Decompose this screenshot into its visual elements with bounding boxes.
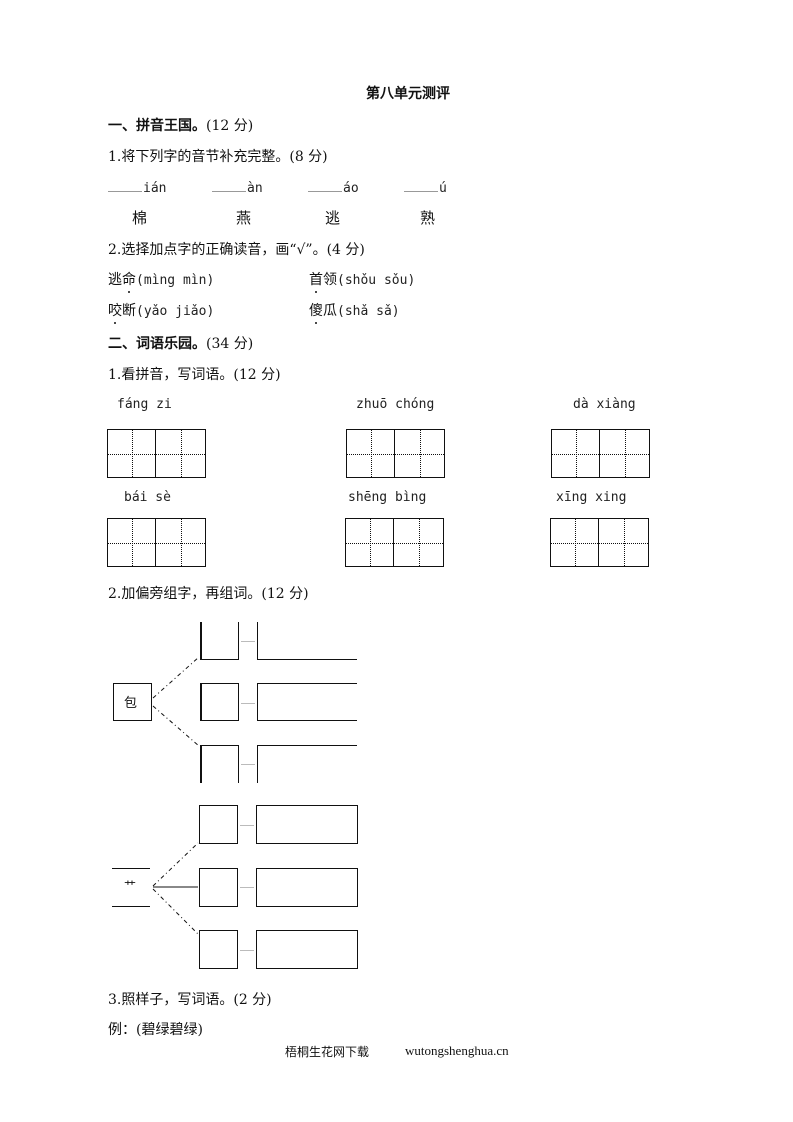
section-2-title: 二、词语乐园。 [108, 336, 206, 352]
s1-q2-prompt: 2.选择加点字的正确读音，画“√”。(4 分) [108, 242, 365, 258]
section-2-points: (34 分) [206, 336, 254, 352]
writing-grid[interactable] [345, 518, 444, 567]
section-1-heading: 一、拼音王国。(12 分) [108, 115, 253, 135]
radical-char: 艹 [124, 879, 137, 893]
radical-line-bottom [112, 906, 150, 907]
s2-q2-prompt: 2.加偏旁组字，再组词。(12 分) [108, 586, 309, 602]
syllable-item[interactable]: àn [212, 179, 263, 196]
radical-char: 包 [124, 696, 138, 711]
word-answer-box[interactable] [257, 745, 357, 783]
writing-grid[interactable] [551, 429, 650, 478]
dash-separator [241, 764, 255, 765]
answer-blank[interactable] [212, 179, 246, 192]
reading-choice: 咬断(yǎo jiǎo) [108, 300, 215, 324]
pinyin-label: fáng zi [117, 397, 172, 412]
char-answer-box[interactable] [200, 745, 239, 783]
footer-site-name: 梧桐生花网下载 [285, 1045, 370, 1059]
grid-cell[interactable] [346, 429, 395, 478]
character: 熟 [420, 209, 436, 227]
char-answer-box[interactable] [199, 868, 238, 907]
reading-options[interactable]: (mìng mìn) [136, 273, 215, 288]
answer-blank[interactable] [308, 179, 342, 192]
grid-cell[interactable] [599, 518, 649, 567]
grid-cell[interactable] [551, 429, 600, 478]
pinyin-label: bái sè [124, 490, 171, 505]
reading-choice: 首领(shǒu sǒu) [309, 269, 416, 293]
word-answer-box[interactable] [256, 805, 358, 844]
character: 逃 [325, 209, 341, 227]
s2-q3-example: 例：(碧绿碧绿) [108, 1022, 203, 1038]
dotted-char: 命 [122, 269, 136, 293]
grid-cell[interactable] [550, 518, 599, 567]
word-answer-box[interactable] [257, 622, 357, 660]
writing-grid[interactable] [107, 518, 206, 567]
pinyin-label: zhuō chóng [356, 397, 435, 412]
character: 燕 [236, 209, 252, 227]
reading-choice: 傻瓜(shǎ sǎ) [309, 300, 400, 324]
page-title: 第八单元测评 [366, 86, 450, 102]
dotted-char: 首 [309, 269, 323, 293]
reading-options[interactable]: (shǎ sǎ) [337, 304, 400, 319]
reading-options[interactable]: (yǎo jiǎo) [136, 304, 215, 319]
grid-cell[interactable] [156, 518, 206, 567]
word-answer-box[interactable] [256, 868, 358, 907]
grid-cell[interactable] [345, 518, 394, 567]
radical-box [113, 683, 152, 721]
syllable-item[interactable]: ián [108, 179, 166, 196]
section-2-heading: 二、词语乐园。(34 分) [108, 333, 253, 353]
dash-separator [241, 703, 255, 704]
character: 棉 [132, 209, 148, 227]
reading-options[interactable]: (shǒu sǒu) [337, 273, 416, 288]
answer-blank[interactable] [108, 179, 142, 192]
writing-grid[interactable] [346, 429, 445, 478]
reading-choice: 逃命(mìng mìn) [108, 269, 215, 293]
radical-line-top [112, 868, 150, 869]
dotted-char: 咬 [108, 300, 122, 324]
grid-cell[interactable] [600, 429, 650, 478]
writing-grid[interactable] [107, 429, 206, 478]
section-1-title: 一、拼音王国。 [108, 118, 206, 134]
grid-cell[interactable] [107, 429, 156, 478]
char-answer-box[interactable] [199, 930, 238, 969]
answer-blank[interactable] [404, 179, 438, 192]
s2-q1-prompt: 1.看拼音，写词语。(12 分) [108, 367, 281, 383]
char-answer-box[interactable] [200, 683, 239, 721]
s2-q3-prompt: 3.照样子，写词语。(2 分) [108, 992, 272, 1008]
dash-separator [240, 887, 254, 888]
writing-grid[interactable] [550, 518, 649, 567]
syllable-item[interactable]: áo [308, 179, 359, 196]
dash-separator [240, 950, 254, 951]
grid-cell[interactable] [156, 429, 206, 478]
pinyin-label: shēng bìng [348, 490, 427, 505]
grid-cell[interactable] [107, 518, 156, 567]
dash-separator [240, 825, 254, 826]
char-answer-box[interactable] [199, 805, 238, 844]
pinyin-label: dà xiàng [573, 397, 636, 412]
syllable-item[interactable]: ú [404, 179, 447, 196]
word-answer-box[interactable] [256, 930, 358, 969]
char-answer-box[interactable] [200, 622, 239, 660]
footer-url[interactable]: wutongshenghua.cn [405, 1043, 509, 1058]
section-1-points: (12 分) [206, 118, 254, 134]
dotted-char: 傻 [309, 300, 323, 324]
dash-separator [241, 641, 255, 642]
s1-q1-prompt: 1.将下列字的音节补充完整。(8 分) [108, 149, 328, 165]
grid-cell[interactable] [395, 429, 445, 478]
pinyin-label: xīng xing [556, 490, 627, 505]
word-answer-box[interactable] [257, 683, 357, 721]
grid-cell[interactable] [394, 518, 444, 567]
